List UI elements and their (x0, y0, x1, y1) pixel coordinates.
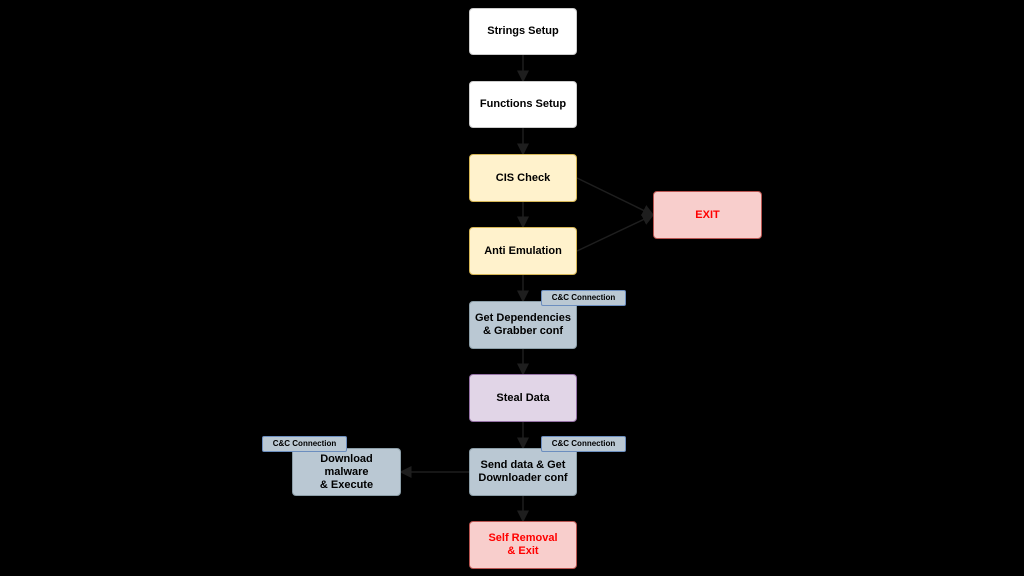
node-label: Send data & Get Downloader conf (478, 459, 568, 484)
node-label: Get Dependencies & Grabber conf (475, 312, 571, 337)
cnc-connection-badge-dependencies: C&C Connection (541, 290, 626, 306)
node-label: Download malware & Execute (319, 452, 374, 491)
cnc-connection-badge-download: C&C Connection (262, 436, 347, 452)
badge-label: C&C Connection (272, 439, 337, 448)
edge-cis-check-to-exit (576, 177, 655, 216)
node-label: CIS Check (495, 171, 551, 184)
badge-label: C&C Connection (551, 293, 616, 302)
node-functions-setup: Functions Setup (469, 81, 577, 128)
node-steal-data: Steal Data (469, 374, 577, 422)
node-download-malware: Download malware & Execute (292, 448, 401, 496)
node-strings-setup: Strings Setup (469, 8, 577, 55)
node-label: EXIT (695, 208, 720, 221)
node-send-data: Send data & Get Downloader conf (469, 448, 577, 496)
node-label: Functions Setup (479, 98, 567, 110)
edge-anti-emulation-to-exit (576, 214, 655, 252)
node-anti-emulation: Anti Emulation (469, 227, 577, 275)
node-self-removal: Self Removal & Exit (469, 521, 577, 569)
node-get-dependencies: Get Dependencies & Grabber conf (469, 301, 577, 349)
node-label: Strings Setup (487, 25, 559, 37)
cnc-connection-badge-send-data: C&C Connection (541, 436, 626, 452)
node-label: Steal Data (496, 391, 550, 404)
badge-label: C&C Connection (551, 439, 616, 448)
node-label: Self Removal & Exit (488, 532, 558, 557)
node-label: Anti Emulation (484, 244, 562, 257)
node-exit: EXIT (653, 191, 762, 239)
node-cis-check: CIS Check (469, 154, 577, 202)
